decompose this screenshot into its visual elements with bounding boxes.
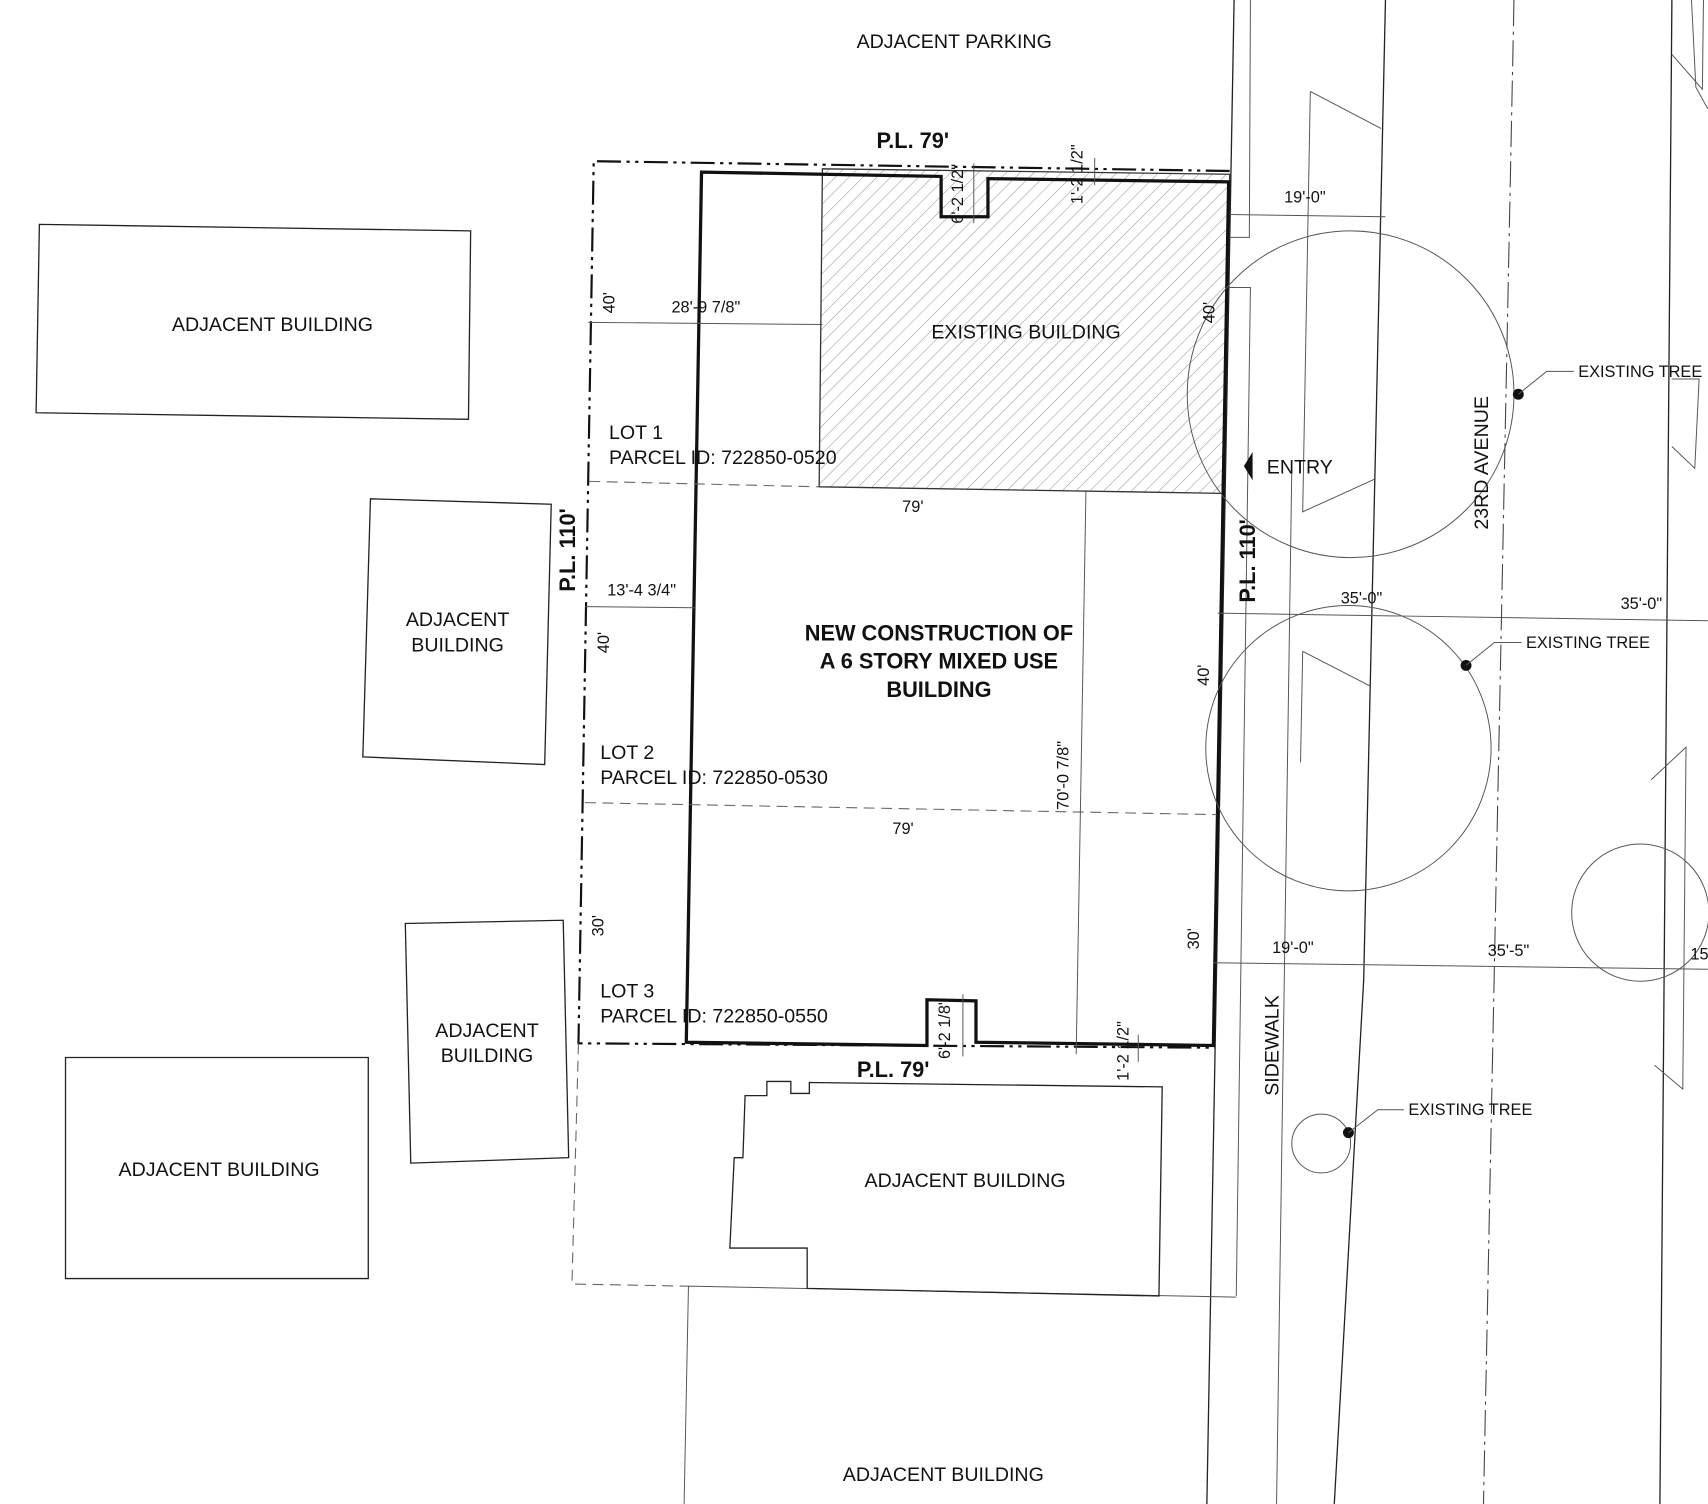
adjacent-building-far-sw [64,1056,369,1280]
dim-street-35-5: 35'-5" [1488,942,1530,960]
dim-left-30: 30' [590,915,608,936]
dim-notch-bottom: 6'-2 1/8" [936,999,954,1059]
adjacent-building-nw [35,223,472,420]
adjacent-parking-label: ADJACENT PARKING [857,31,1052,53]
dimension-lines [584,157,1708,1062]
adjacent-building-s [729,1080,1163,1297]
dim-lot2-width: 79' [892,820,913,838]
lot-3-parcel: PARCEL ID: 722850-0550 [600,1006,828,1028]
adjacent-building-s-label: ADJACENT BUILDING [865,1170,1066,1192]
existing-tree-label: EXISTING TREE [1526,634,1650,652]
new-construction-line3: BUILDING [886,677,991,702]
existing-tree-label: EXISTING TREE [1578,363,1702,381]
adjacent-building-sw [404,919,570,1164]
adjacent-building-w-label: BUILDING [411,634,504,656]
sidewalk-label: SIDEWALK [1262,995,1284,1096]
lot-3-label: LOT 3 [600,981,654,1003]
new-construction-line1: NEW CONSTRUCTION OF [805,620,1073,645]
entry-label: ENTRY [1267,457,1333,479]
pl-bottom-label: P.L. 79' [857,1057,930,1082]
dim-offset-top: 1'-2 1/2" [1069,144,1087,204]
pl-right-label: P.L. 110' [1235,519,1260,602]
lot-line-2-3 [584,802,1217,816]
street-name-label: 23RD AVENUE [1471,396,1493,530]
adjacent-building-far-sw-label: ADJACENT BUILDING [119,1159,320,1181]
dim-setback-existing: 28'-9 7/8" [671,299,740,317]
lot-2-parcel: PARCEL ID: 722850-0530 [600,767,828,789]
existing-building-label: EXISTING BUILDING [931,322,1120,344]
dim-notch-top: 6'-2 1/2" [949,164,967,224]
adjacent-building-bottom-label: ADJACENT BUILDING [843,1464,1044,1486]
dim-right-40b: 40' [1195,665,1213,686]
dim-left-40a: 40' [600,292,618,313]
dim-setback-west: 13'-4 3/4" [607,582,676,600]
adjacent-building-nw-label: ADJACENT BUILDING [172,314,373,336]
dim-street-35a: 35'-0" [1341,589,1383,607]
pl-left-label: P.L. 110' [555,508,580,591]
dim-street-19b: 19'-0" [1272,939,1314,957]
street-lines [1206,0,1708,1504]
dim-street-35b: 35'-0" [1621,595,1663,613]
lot-line-1-2 [589,480,820,488]
dim-depth: 70'-0 7/8" [1055,741,1073,810]
new-construction-line2: A 6 STORY MIXED USE [820,649,1058,674]
new-building-outline [684,170,1231,1048]
adjacent-building-w-label: ADJACENT [406,609,509,631]
lot-1-parcel: PARCEL ID: 722850-0520 [609,447,837,469]
dim-left-40b: 40' [595,632,613,653]
entry-arrow-icon [1243,451,1253,481]
pl-top-label: P.L. 79' [877,128,950,153]
dim-right-30: 30' [1185,928,1203,949]
existing-tree-label: EXISTING TREE [1408,1101,1532,1119]
dim-street-19a: 19'-0" [1284,189,1326,207]
dim-right-40a: 40' [1200,302,1218,323]
dim-offset-bottom: 1'-2 1/2" [1114,1021,1132,1081]
adjacent-building-w [362,498,552,766]
lot-2-label: LOT 2 [600,742,654,764]
dim-street-15: 15 [1690,945,1708,963]
lot-1-label: LOT 1 [609,422,663,444]
dim-lot1-width: 79' [902,498,923,516]
south-parcel-outline [571,1043,689,1287]
tree-marker-icon [1512,388,1524,400]
adjacent-building-sw-label: BUILDING [441,1045,534,1067]
adjacent-building-sw-label: ADJACENT [435,1020,538,1042]
